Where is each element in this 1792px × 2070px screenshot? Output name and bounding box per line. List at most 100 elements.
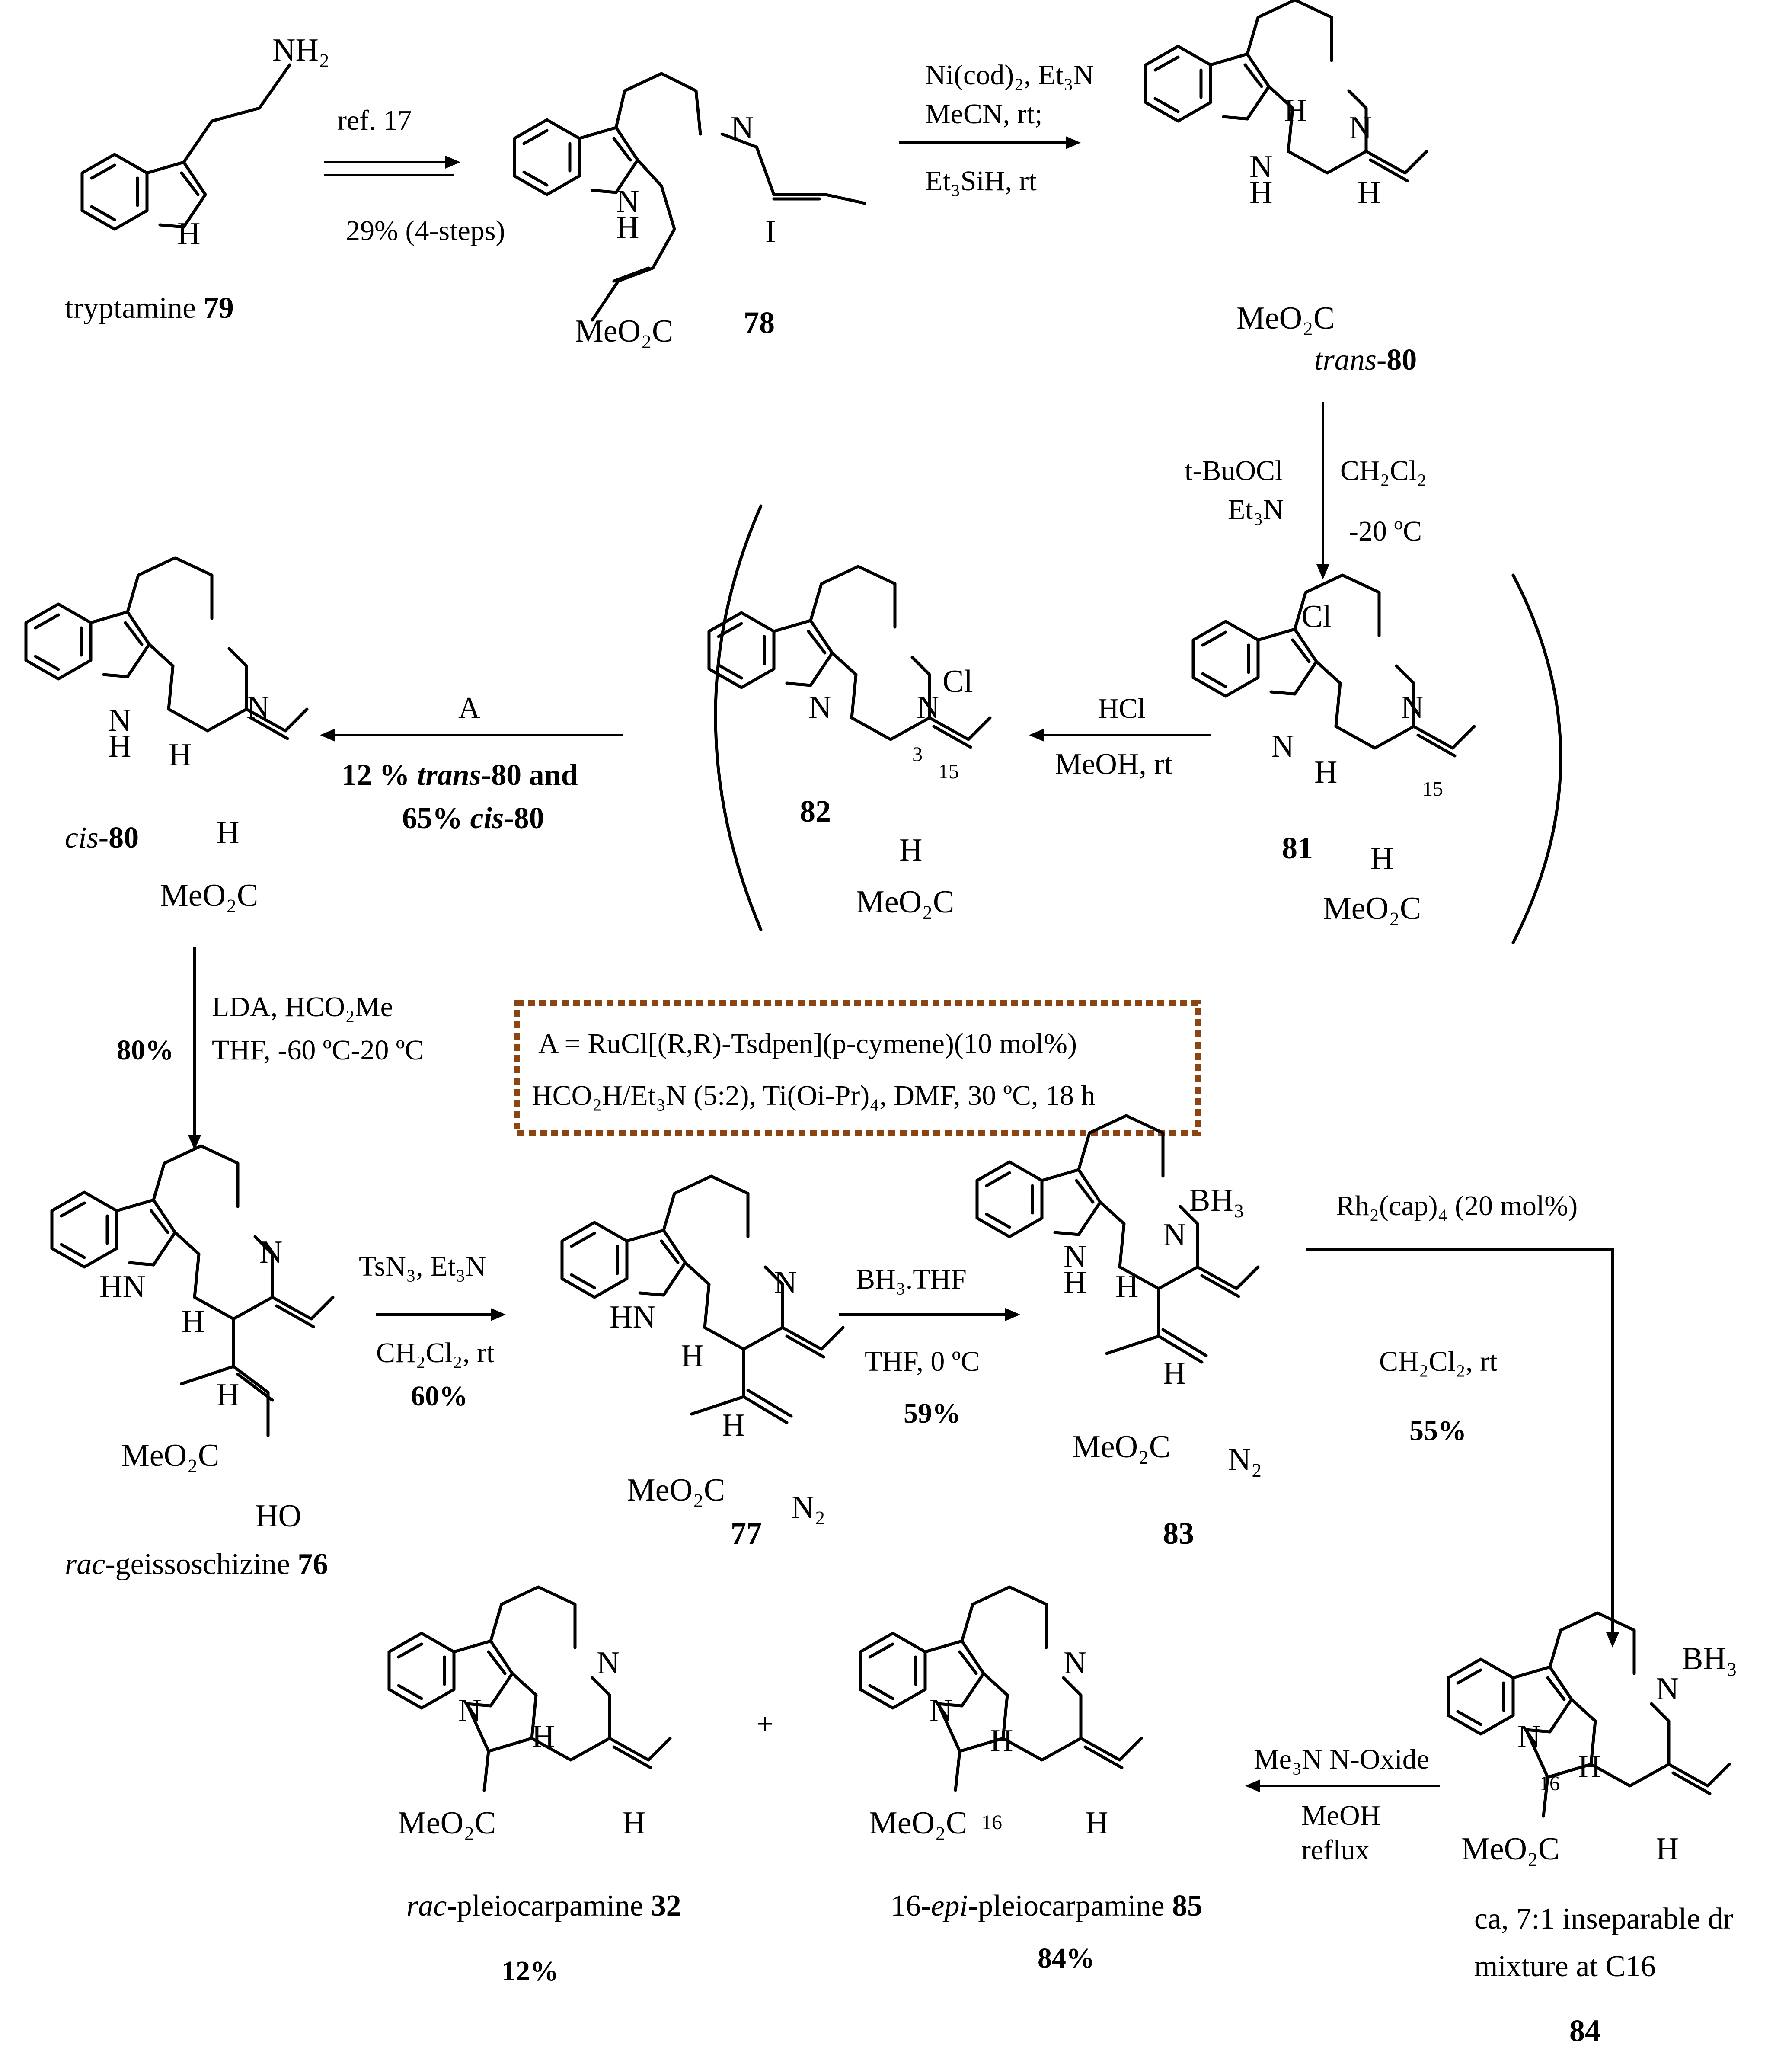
n2-77: N₂ [791,1490,825,1525]
step1-yield: 29% (4-steps) [346,215,505,246]
pos16-85: 16 [981,1811,1002,1834]
step-c-yield: 55% [1409,1415,1466,1446]
arrow-trans80-to-81 [1316,402,1329,579]
compound-83-structure [977,1116,1258,1364]
box-line2: HCO₂H/Et₃N (5:2), Ti(Oi-Pr)₄, DMF, 30 ºC… [532,1080,1096,1111]
trans80-label: trans-80 [1314,343,1417,377]
h15-trans80: H [1358,175,1380,211]
h3-32: H [532,1719,555,1754]
meo2c-82: MeO₂C [856,884,954,920]
n-atom-cis80: N [246,690,269,725]
h-atom-81: H [1314,755,1337,790]
n-atom-83: N [1163,1217,1186,1253]
arrow-76-to-77 [376,1308,506,1321]
step-c-line2: CH₂Cl₂, rt [1379,1346,1497,1377]
h15-84: H [1656,1831,1679,1867]
step2-line2: MeCN, rt; [925,98,1042,130]
arrow-82-to-cis80 [320,729,623,742]
n-indole-32: N [458,1693,481,1728]
meo2c-32: MeO₂C [398,1805,496,1841]
bh3-83: BH₃ [1189,1183,1245,1218]
step-d-line2: MeOH [1301,1800,1380,1831]
tryptamine-label: tryptamine 79 [65,291,234,325]
n-atom-82: N [917,690,939,725]
compound-81-structure [1193,575,1474,756]
arrow-77-to-83 [839,1308,1020,1321]
formylation-line2: THF, -60 ºC-20 ºC [212,1034,424,1066]
compound-78-structure [514,72,866,322]
compound-77-label: 77 [731,1516,762,1551]
h3-cis80: H [169,737,192,773]
meo2c-84: MeO₂C [1461,1831,1559,1867]
arrow-84-to-85 [1245,1779,1440,1792]
nh-atom-cis80: N [108,703,131,738]
n2-83: N₂ [1228,1442,1262,1478]
n-atom-32: N [597,1645,620,1681]
cis80-label: cis-80 [65,821,139,854]
meo2c-76: MeO₂C [121,1438,219,1473]
compound-83-label: 83 [1163,1516,1194,1551]
step-a-yield: 60% [411,1380,468,1412]
arrow-81-to-82 [1029,729,1211,742]
cl-atom-81: Cl [1301,599,1332,634]
compound-32-label: rac-pleiocarpamine 32 [406,1889,681,1923]
h15-32: H [623,1805,645,1841]
nh-atom-trans80: N [1249,149,1272,185]
hcl-reagent: HCl [1098,693,1146,724]
h15-77: H [722,1408,745,1443]
compound-84-label: 84 [1569,2013,1600,2048]
step1-reagent: ref. 17 [337,105,412,136]
compound-85-label: 16-epi-pleiocarpamine 85 [891,1889,1202,1923]
meo2c-85: MeO₂C [869,1805,967,1841]
temperature: -20 ºC [1349,515,1422,547]
h-atom-78: H [616,210,639,245]
n-atom-81: N [1401,690,1424,725]
hn-atom-76: HN [99,1269,146,1305]
nh2-label: NH₂ [272,32,330,68]
cl-anion-82: Cl [942,664,973,699]
nh-atom-83: N [1064,1239,1086,1274]
n-imine-81: N [1271,729,1294,764]
solvent-ch2cl2: CH₂Cl₂ [1340,455,1427,486]
box-line1: A = RuCl[(R,R)-Tsdpen](p-cymene)(10 mol%… [538,1028,1077,1059]
h3-85: H [990,1723,1013,1759]
step-b-line2: THF, 0 ºC [865,1346,980,1377]
compound-81-label: 81 [1282,831,1313,865]
step-a-line1: TsN₃, Et₃N [359,1251,486,1282]
compound-85-yield: 84% [1038,1942,1095,1974]
reagent-A-definition-box [514,1000,1201,1136]
compound-82-structure [709,566,990,747]
n-atom-76: N [259,1235,282,1270]
n-atom-trans80: N [1349,110,1372,146]
h3-83: H [1115,1269,1138,1305]
h3-trans80: H [1284,93,1307,128]
arrow-cis80-to-76 [188,947,201,1150]
compound-85-structure [860,1587,1141,1792]
meo2c-cis80: MeO₂C [160,878,258,913]
step-d-line3: reflux [1301,1834,1370,1866]
compound-76-structure [52,1146,333,1437]
meo2c-78: MeO₂C [575,314,673,349]
compound-84-structure [1448,1613,1729,1818]
tryptamine-structure [82,63,291,229]
step-c-line1: Rh₂(cap)₄ (20 mol%) [1336,1190,1578,1222]
meo2c-81: MeO₂C [1323,891,1421,926]
compound-32-yield: 12% [502,1955,559,1987]
meo2c-83: MeO₂C [1072,1429,1170,1465]
n-atom-82-indole: N [808,690,831,725]
h3-84: H [1578,1749,1601,1785]
compound-82-label: 82 [800,794,831,829]
step-d-line1: Me₃N N-Oxide [1254,1744,1429,1775]
meo2c-trans80: MeO₂C [1236,301,1335,336]
step2-line1: Ni(cod)₂, Et₃N [925,59,1094,91]
n-atom-84: N [1656,1671,1679,1707]
h-atom-trans80: H [1249,175,1272,211]
pos16-84: 16 [1539,1772,1560,1795]
arrow-78-to-trans80 [899,136,1081,149]
step2-line3: Et₃SiH, rt [925,165,1037,197]
hn-atom-77: HN [610,1299,656,1335]
trans80-structure [1146,0,1427,181]
h15-76: H [216,1377,239,1413]
arrow-83-to-84 [1306,1248,1619,1648]
